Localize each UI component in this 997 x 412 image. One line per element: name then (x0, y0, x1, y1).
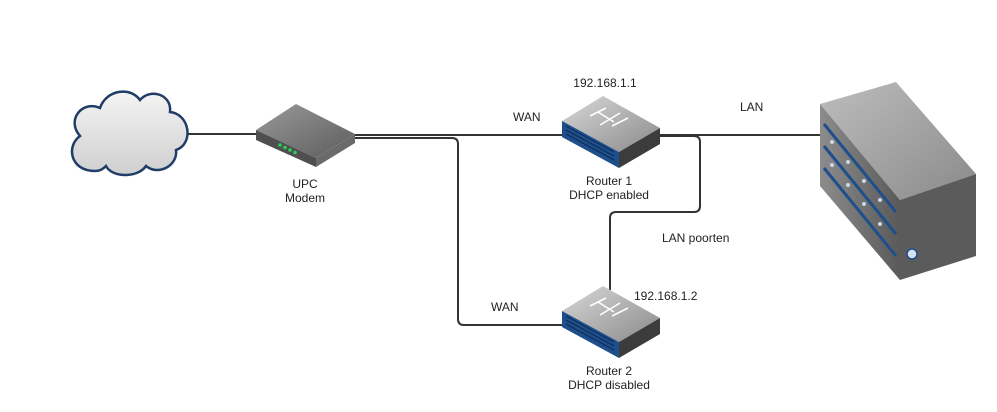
router2-ip: 192.168.1.2 (634, 289, 698, 303)
modem-icon (256, 104, 355, 167)
link-label-lan-ports: LAN poorten (662, 231, 730, 245)
router2-name: Router 2 (585, 364, 633, 378)
link-modem-router2-wan (355, 137, 562, 326)
router2-dhcp: DHCP disabled (568, 378, 650, 392)
connections (188, 133, 822, 326)
link-router1-router2-lan-ports (609, 135, 701, 290)
link-label-wan2: WAN (491, 300, 519, 314)
router-icon (562, 286, 660, 358)
server-rack-icon (820, 82, 976, 280)
link-label-lan: LAN (740, 100, 764, 114)
router2-label: Router 2 DHCP disabled (568, 364, 650, 392)
router1-label: Router 1 DHCP enabled (569, 174, 649, 202)
cloud-icon (70, 90, 189, 177)
link-label-wan1: WAN (513, 110, 541, 124)
modem-label-line2: Modem (284, 191, 326, 205)
modem-label-line1: UPC (292, 177, 318, 191)
router-icon (562, 96, 660, 168)
router1-dhcp: DHCP enabled (569, 188, 649, 202)
router1-name: Router 1 (585, 174, 633, 188)
router1-ip: 192.168.1.1 (573, 76, 637, 90)
modem-label: UPC Modem (285, 177, 325, 205)
